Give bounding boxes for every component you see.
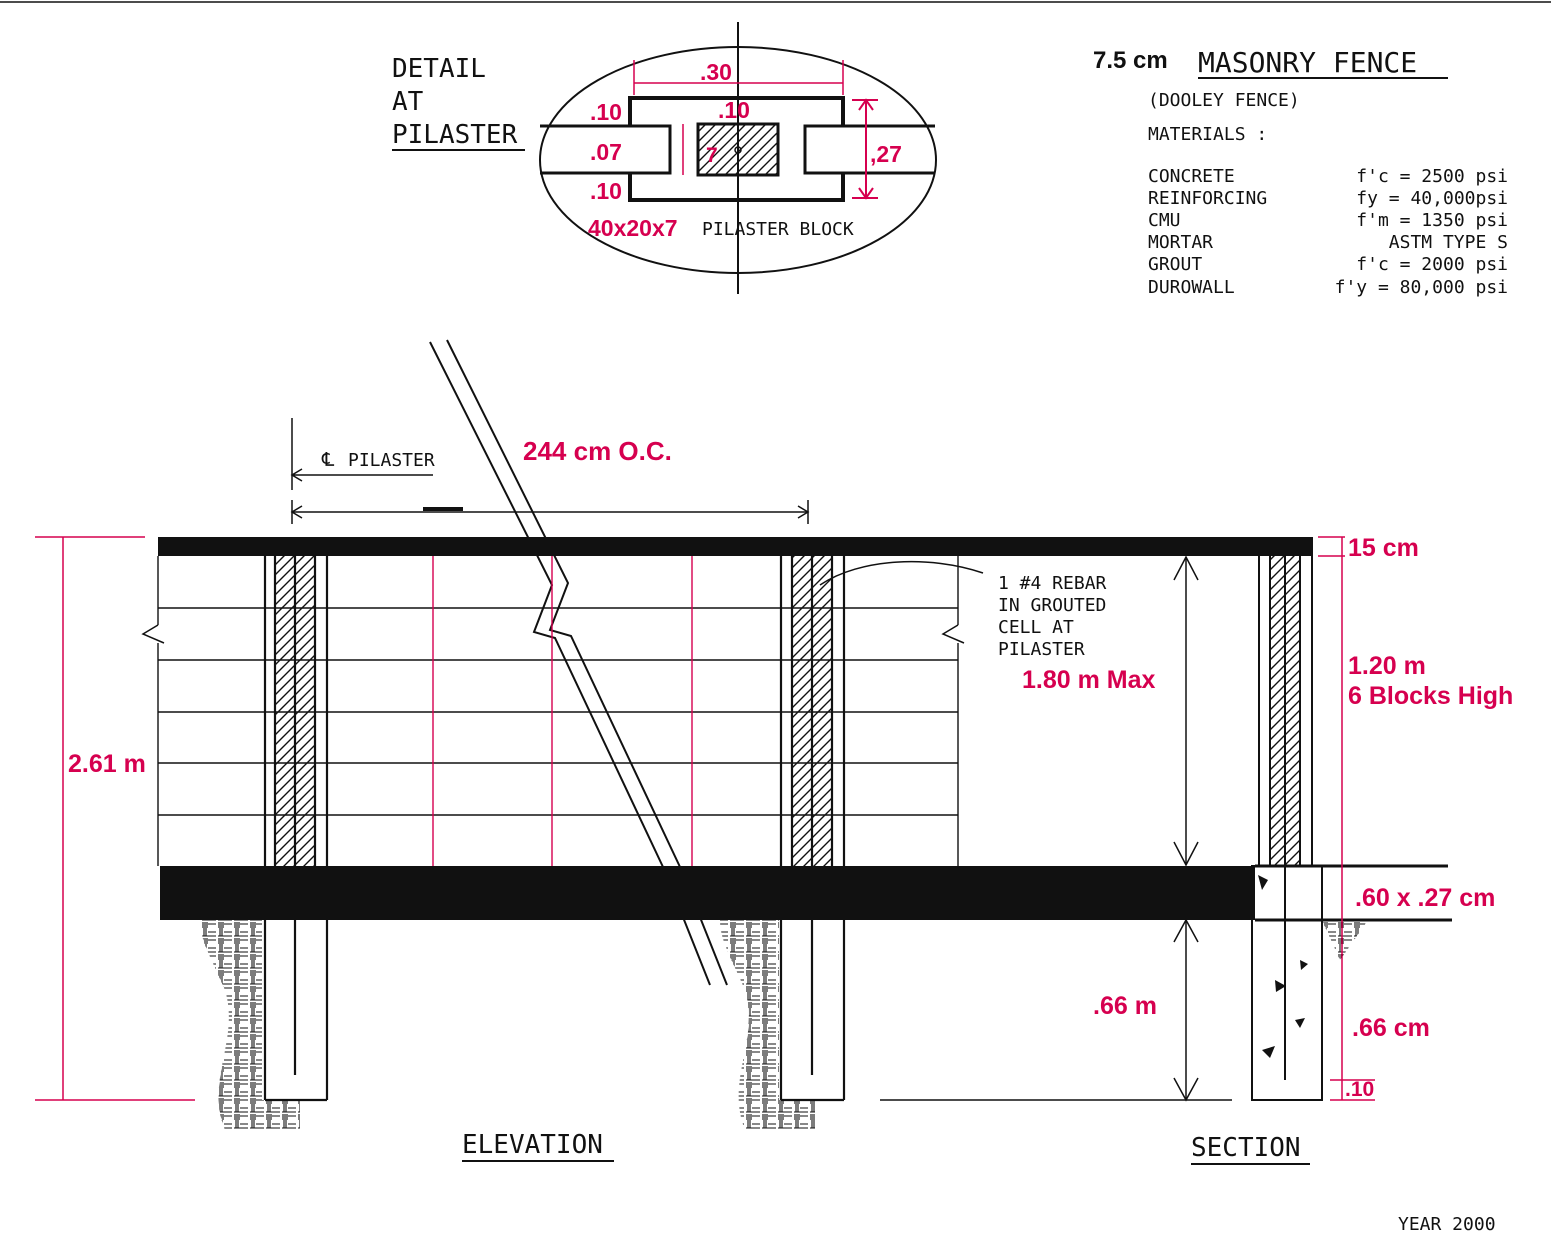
dim-block-size: 40x20x7 [588,215,678,241]
title-block: 7.5 cm MASONRY FENCE (DOOLEY FENCE) MATE… [1093,46,1448,145]
section-label: SECTION [1191,1133,1301,1163]
pilaster-centerline-label: PILASTER [348,450,435,471]
material-name: MORTAR [1148,232,1213,253]
dim-detail-bottom-left: .10 [590,178,622,204]
dim-detail-top-inner: .10 [718,97,750,123]
rebar-note-3: CELL AT [998,617,1074,638]
material-spec: f'y = 80,000 psi [1335,277,1508,298]
material-name: REINFORCING [1148,188,1267,209]
material-spec: f'c = 2000 psi [1356,254,1508,275]
fence-name: MASONRY FENCE [1198,46,1417,79]
pilaster-block-label: PILASTER BLOCK [702,219,854,240]
dim-detail-top: .30 [700,59,732,85]
dim-detail-right: ,27 [870,141,902,167]
material-spec: ASTM TYPE S [1389,232,1508,253]
cl-icon: ℄ [321,449,335,471]
detail-title-3: PILASTER [392,120,518,150]
dim-blocks-high: 6 Blocks High [1348,682,1513,710]
materials-heading: MATERIALS : [1148,124,1267,145]
dim-cap: 15 cm [1348,534,1419,562]
material-name: CMU [1148,210,1181,231]
dim-detail-top-left: .10 [590,99,622,125]
materials-table: CONCRETE f'c = 2500 psi REINFORCING fy =… [1148,166,1508,298]
dim-footing-depth: .66 m [1093,992,1157,1020]
dim-section-depth: .66 cm [1352,1014,1430,1042]
detail-title-1: DETAIL [392,54,486,84]
dim-detail-core: 7 [706,144,718,167]
dim-wall-height: 1.20 m [1348,652,1426,680]
material-spec: f'c = 2500 psi [1356,166,1508,187]
rebar-note-2: IN GROUTED [998,595,1106,616]
material-spec: fy = 40,000psi [1356,188,1508,209]
dim-spacing: 244 cm O.C. [523,436,672,466]
dim-max-height: 1.80 m Max [1022,666,1156,694]
detail-title-2: AT [392,87,424,117]
material-name: DUROWALL [1148,277,1235,298]
dim-detail-mid-left: .07 [590,139,622,165]
material-name: CONCRETE [1148,166,1235,187]
material-name: GROUT [1148,254,1202,275]
elevation-label: ELEVATION [462,1130,603,1160]
material-spec: f'm = 1350 psi [1356,210,1508,231]
dim-total-height: 2.61 m [68,750,146,778]
dim-section-bottom: .10 [1345,1078,1374,1101]
pilaster-detail: DETAIL AT PILASTER .30 .10 .10 .07 [392,22,937,294]
fence-subtitle: (DOOLEY FENCE) [1148,90,1300,111]
section-view: 15 cm 1.20 m 6 Blocks High .60 x .27 cm … [1191,534,1513,1165]
rebar-note-4: PILASTER [998,639,1085,660]
elevation-view: ℄ PILASTER 244 cm O.C. [35,339,1313,1162]
dim-footing-size: .60 x .27 cm [1355,884,1495,912]
year-label: YEAR 2000 [1398,1214,1496,1235]
rebar-note-1: 1 #4 REBAR [998,573,1107,594]
fence-size: 7.5 cm [1093,47,1168,74]
